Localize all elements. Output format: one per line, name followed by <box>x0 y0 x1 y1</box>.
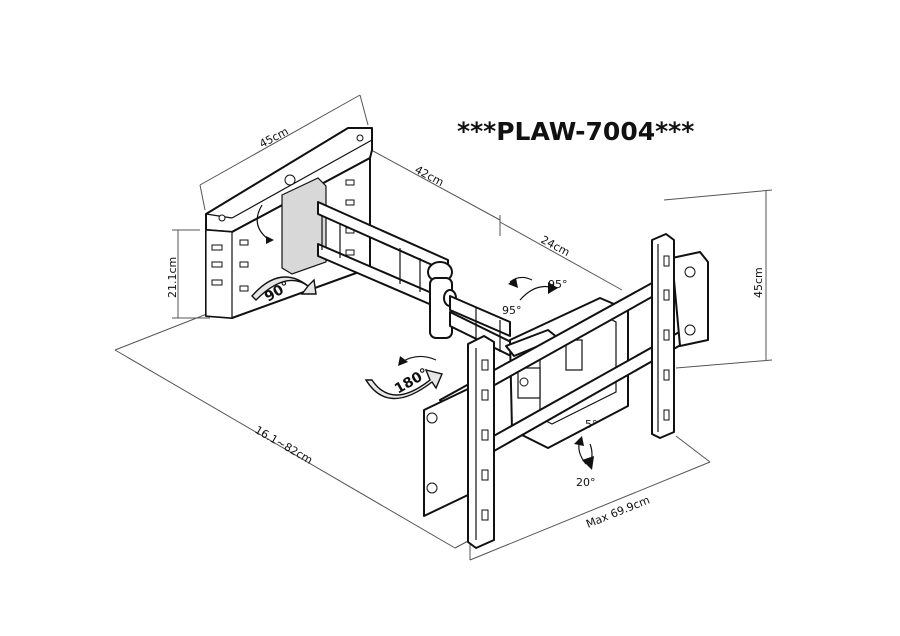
arm-long-label: 42cm <box>413 163 446 189</box>
extension-label: 16.1~82cm <box>253 423 315 467</box>
long-arm <box>317 201 457 339</box>
tilt-indicator <box>574 436 594 470</box>
horizontal-rails <box>423 251 709 517</box>
plate-width-label: 45cm <box>257 125 290 151</box>
swivel-left-label: 95° <box>502 304 522 317</box>
rotation-180-indicator <box>364 355 443 400</box>
vertical-bracket-right <box>651 233 675 439</box>
rotation-90-indicator <box>251 204 317 301</box>
tilt-down-label: 20° <box>576 476 596 489</box>
vesa-height-label: 45cm <box>752 267 765 298</box>
swivel-indicator <box>508 276 558 301</box>
swivel-right-label: 95° <box>548 278 568 291</box>
tilt-up-label: 5° <box>585 418 598 431</box>
vertical-bracket-left <box>467 335 495 549</box>
model-title: ***PLAW-7004*** <box>457 117 694 146</box>
arm-short-label: 24cm <box>539 233 572 259</box>
plate-height-label: 21.1cm <box>166 257 179 298</box>
